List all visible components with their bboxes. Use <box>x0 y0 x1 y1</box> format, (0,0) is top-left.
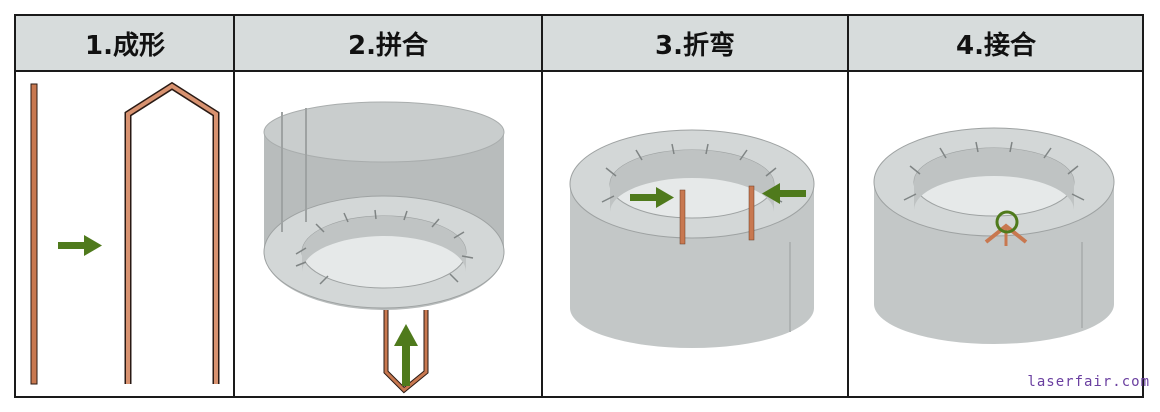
weld-point-circle <box>995 210 1019 234</box>
green-arrow-right <box>630 187 674 208</box>
process-diagram: 1.成形 2.拼合 3.折弯 4.接合 <box>14 14 1144 398</box>
straight-copper-wire <box>30 83 38 385</box>
stator-core <box>263 101 505 310</box>
green-arrow-up <box>394 324 418 386</box>
green-arrow-left <box>762 183 806 204</box>
column-divider <box>541 16 543 396</box>
step-2-title: 2.拼合 <box>348 30 428 61</box>
step-1-panel <box>16 72 232 396</box>
step-4-title: 4.接合 <box>956 30 1036 61</box>
hairpin-inserting <box>383 310 429 394</box>
step-4-panel <box>850 72 1142 396</box>
step-1-title: 1.成形 <box>85 30 165 61</box>
watermark-text: laserfair.com <box>1027 374 1150 390</box>
column-divider <box>233 16 235 396</box>
step-3-panel <box>544 72 846 396</box>
bent-wire-right <box>748 185 755 241</box>
header-row: 1.成形 2.拼合 3.折弯 4.接合 <box>16 16 1142 72</box>
hairpin-copper-wire <box>124 81 220 384</box>
joined-wire <box>984 223 1028 246</box>
stator-core <box>873 127 1115 344</box>
step-3-title: 3.折弯 <box>655 30 735 61</box>
step-2-panel <box>236 72 540 396</box>
green-arrow <box>58 235 102 256</box>
stator-core <box>569 129 815 348</box>
column-divider <box>847 16 849 396</box>
bent-wire-left <box>679 189 686 245</box>
